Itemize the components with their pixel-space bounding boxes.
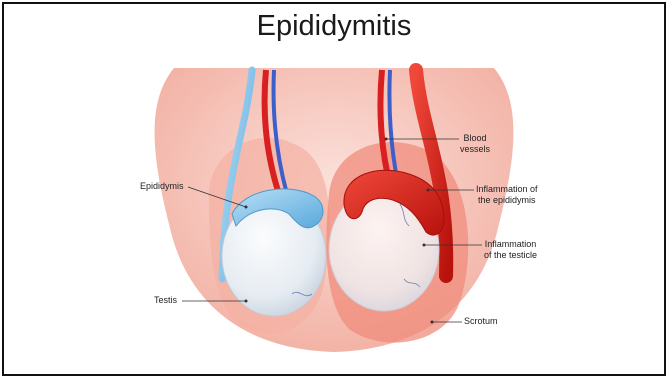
- label-blood-vessels: Blood vessels: [460, 133, 490, 155]
- label-epididymis: Epididymis: [140, 181, 184, 192]
- label-scrotum: Scrotum: [464, 316, 498, 327]
- anatomy-illustration: [4, 4, 664, 374]
- label-inflammation-testicle: Inflammation of the testicle: [484, 239, 537, 261]
- dot-epididymis: [245, 206, 248, 209]
- dot-inflammation-testicle: [423, 244, 426, 247]
- label-testis: Testis: [154, 295, 177, 306]
- label-inflammation-epididymis: Inflammation of the epididymis: [476, 184, 538, 206]
- dot-scrotum: [431, 321, 434, 324]
- dot-testis: [245, 300, 248, 303]
- dot-inflammation-epididymis: [427, 189, 430, 192]
- dot-blood-vessels: [385, 138, 388, 141]
